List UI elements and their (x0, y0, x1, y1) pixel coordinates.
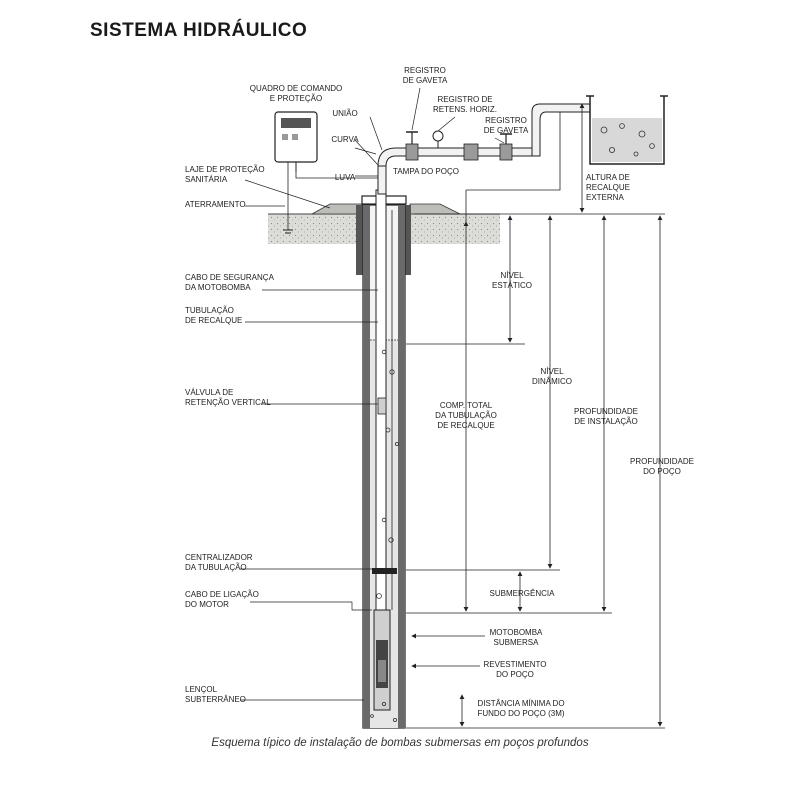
svg-text:PROFUNDIDADE: PROFUNDIDADE (630, 457, 694, 466)
label-motobomba: MOTOBOMBA SUBMERSA (490, 628, 543, 647)
svg-text:LENÇOL: LENÇOL (185, 685, 218, 694)
svg-text:REGISTRO DE: REGISTRO DE (437, 95, 492, 104)
reservoir-tank (586, 95, 668, 165)
svg-text:RETENS. HORIZ.: RETENS. HORIZ. (433, 105, 497, 114)
label-registro-gaveta-2: REGISTRO DE GAVETA (484, 116, 529, 135)
label-uniao: UNIÃO (332, 109, 357, 118)
svg-text:DE GAVETA: DE GAVETA (403, 76, 448, 85)
svg-text:REGISTRO: REGISTRO (485, 116, 527, 125)
label-registro-retencao: REGISTRO DE RETENS. HORIZ. (433, 95, 497, 114)
svg-text:DO POÇO: DO POÇO (643, 467, 681, 476)
svg-text:DO MOTOR: DO MOTOR (185, 600, 229, 609)
svg-text:CENTRALIZADOR: CENTRALIZADOR (185, 553, 253, 562)
label-aterramento: ATERRAMENTO (185, 200, 246, 209)
svg-text:SANITÁRIA: SANITÁRIA (185, 175, 228, 184)
svg-text:PROFUNDIDADE: PROFUNDIDADE (574, 407, 638, 416)
svg-text:COMP. TOTAL: COMP. TOTAL (440, 401, 493, 410)
svg-text:NÍVEL: NÍVEL (540, 367, 564, 376)
svg-text:DO POÇO: DO POÇO (496, 670, 534, 679)
label-altura-recalque: ALTURA DE RECALQUE EXTERNA (586, 173, 630, 202)
svg-text:DINÂMICO: DINÂMICO (532, 377, 572, 386)
label-valvula: VÁLVULA DE RETENÇÃO VERTICAL (185, 388, 271, 407)
svg-text:CABO DE SEGURANÇA: CABO DE SEGURANÇA (185, 273, 275, 282)
svg-text:LAJE DE PROTEÇÃO: LAJE DE PROTEÇÃO (185, 165, 265, 174)
svg-text:DA TUBULAÇÃO: DA TUBULAÇÃO (185, 563, 247, 572)
top-leader-lines (354, 87, 505, 166)
label-tubulacao: TUBULAÇÃO DE RECALQUE (185, 306, 242, 325)
label-registro-gaveta-top: REGISTRO DE GAVETA (403, 66, 448, 85)
dimension-lines (406, 103, 665, 729)
svg-text:QUADRO DE COMANDO: QUADRO DE COMANDO (250, 84, 342, 93)
pipe-centralizer (372, 568, 397, 574)
control-panel (274, 111, 378, 234)
label-comp-total: COMP. TOTAL DA TUBULAÇÃO DE RECALQUE (435, 401, 497, 430)
svg-text:NÍVEL: NÍVEL (500, 271, 524, 280)
svg-text:SUBMERSA: SUBMERSA (494, 638, 540, 647)
pressure-gauge (432, 130, 444, 148)
svg-text:DE INSTALAÇÃO: DE INSTALAÇÃO (574, 417, 637, 426)
svg-text:MOTOBOMBA: MOTOBOMBA (490, 628, 543, 637)
check-valve (377, 397, 387, 415)
label-prof-instalacao: PROFUNDIDADE DE INSTALAÇÃO (574, 407, 638, 426)
label-quadro: QUADRO DE COMANDO E PROTEÇÃO (250, 84, 342, 103)
label-luva: LUVA (335, 173, 356, 182)
svg-text:EXTERNA: EXTERNA (586, 193, 624, 202)
svg-text:DISTÂNCIA MÍNIMA DO: DISTÂNCIA MÍNIMA DO (477, 699, 564, 708)
svg-text:TUBULAÇÃO: TUBULAÇÃO (185, 306, 234, 315)
label-nivel-dinamico: NÍVEL DINÂMICO (532, 367, 572, 386)
svg-text:CABO DE LIGAÇÃO: CABO DE LIGAÇÃO (185, 590, 259, 599)
diagram-title: SISTEMA HIDRÁULICO (90, 20, 308, 41)
svg-text:DE RECALQUE: DE RECALQUE (437, 421, 494, 430)
svg-text:REGISTRO: REGISTRO (404, 66, 446, 75)
gate-valve-1 (405, 131, 419, 161)
label-distancia-minima: DISTÂNCIA MÍNIMA DO FUNDO DO POÇO (3m) (477, 699, 564, 718)
label-lencol: LENÇOL SUBTERRÂNEO (185, 685, 246, 704)
svg-text:REVESTIMENTO: REVESTIMENTO (484, 660, 547, 669)
svg-text:DE GAVETA: DE GAVETA (484, 126, 529, 135)
svg-text:RECALQUE: RECALQUE (586, 183, 630, 192)
label-centralizador: CENTRALIZADOR DA TUBULAÇÃO (185, 553, 253, 572)
horizontal-check-valve (463, 143, 479, 161)
water-bubbles (370, 349, 399, 723)
svg-text:ESTÁTICO: ESTÁTICO (492, 281, 532, 290)
svg-text:SUBTERRÂNEO: SUBTERRÂNEO (185, 695, 246, 704)
label-cabo-ligacao: CABO DE LIGAÇÃO DO MOTOR (185, 590, 259, 609)
svg-text:DE RECALQUE: DE RECALQUE (185, 316, 242, 325)
svg-text:DA TUBULAÇÃO: DA TUBULAÇÃO (435, 411, 497, 420)
label-revestimento: REVESTIMENTO DO POÇO (484, 660, 547, 679)
gate-valve-2 (499, 133, 513, 161)
left-leader-lines (240, 147, 378, 701)
label-curva: CURVA (331, 135, 359, 144)
svg-text:DA MOTOBOMBA: DA MOTOBOMBA (185, 283, 251, 292)
diagram-caption: Esquema típico de instalação de bombas s… (211, 737, 589, 749)
label-tampa: TAMPA DO POÇO (393, 167, 459, 176)
svg-text:FUNDO DO POÇO (3m): FUNDO DO POÇO (3m) (477, 709, 564, 718)
label-prof-poco: PROFUNDIDADE DO POÇO (630, 457, 694, 476)
svg-text:VÁLVULA DE: VÁLVULA DE (185, 388, 233, 397)
svg-text:RETENÇÃO VERTICAL: RETENÇÃO VERTICAL (185, 398, 271, 407)
label-nivel-estatico: NÍVEL ESTÁTICO (492, 271, 532, 290)
submersible-pump (373, 210, 393, 711)
svg-text:ALTURA DE: ALTURA DE (586, 173, 630, 182)
svg-text:E PROTEÇÃO: E PROTEÇÃO (270, 94, 322, 103)
label-cabo-seguranca: CABO DE SEGURANÇA DA MOTOBOMBA (185, 273, 275, 292)
label-laje: LAJE DE PROTEÇÃO SANITÁRIA (185, 165, 265, 184)
ground-soil (268, 213, 500, 244)
label-submergencia: SUBMERGÊNCIA (490, 589, 556, 598)
